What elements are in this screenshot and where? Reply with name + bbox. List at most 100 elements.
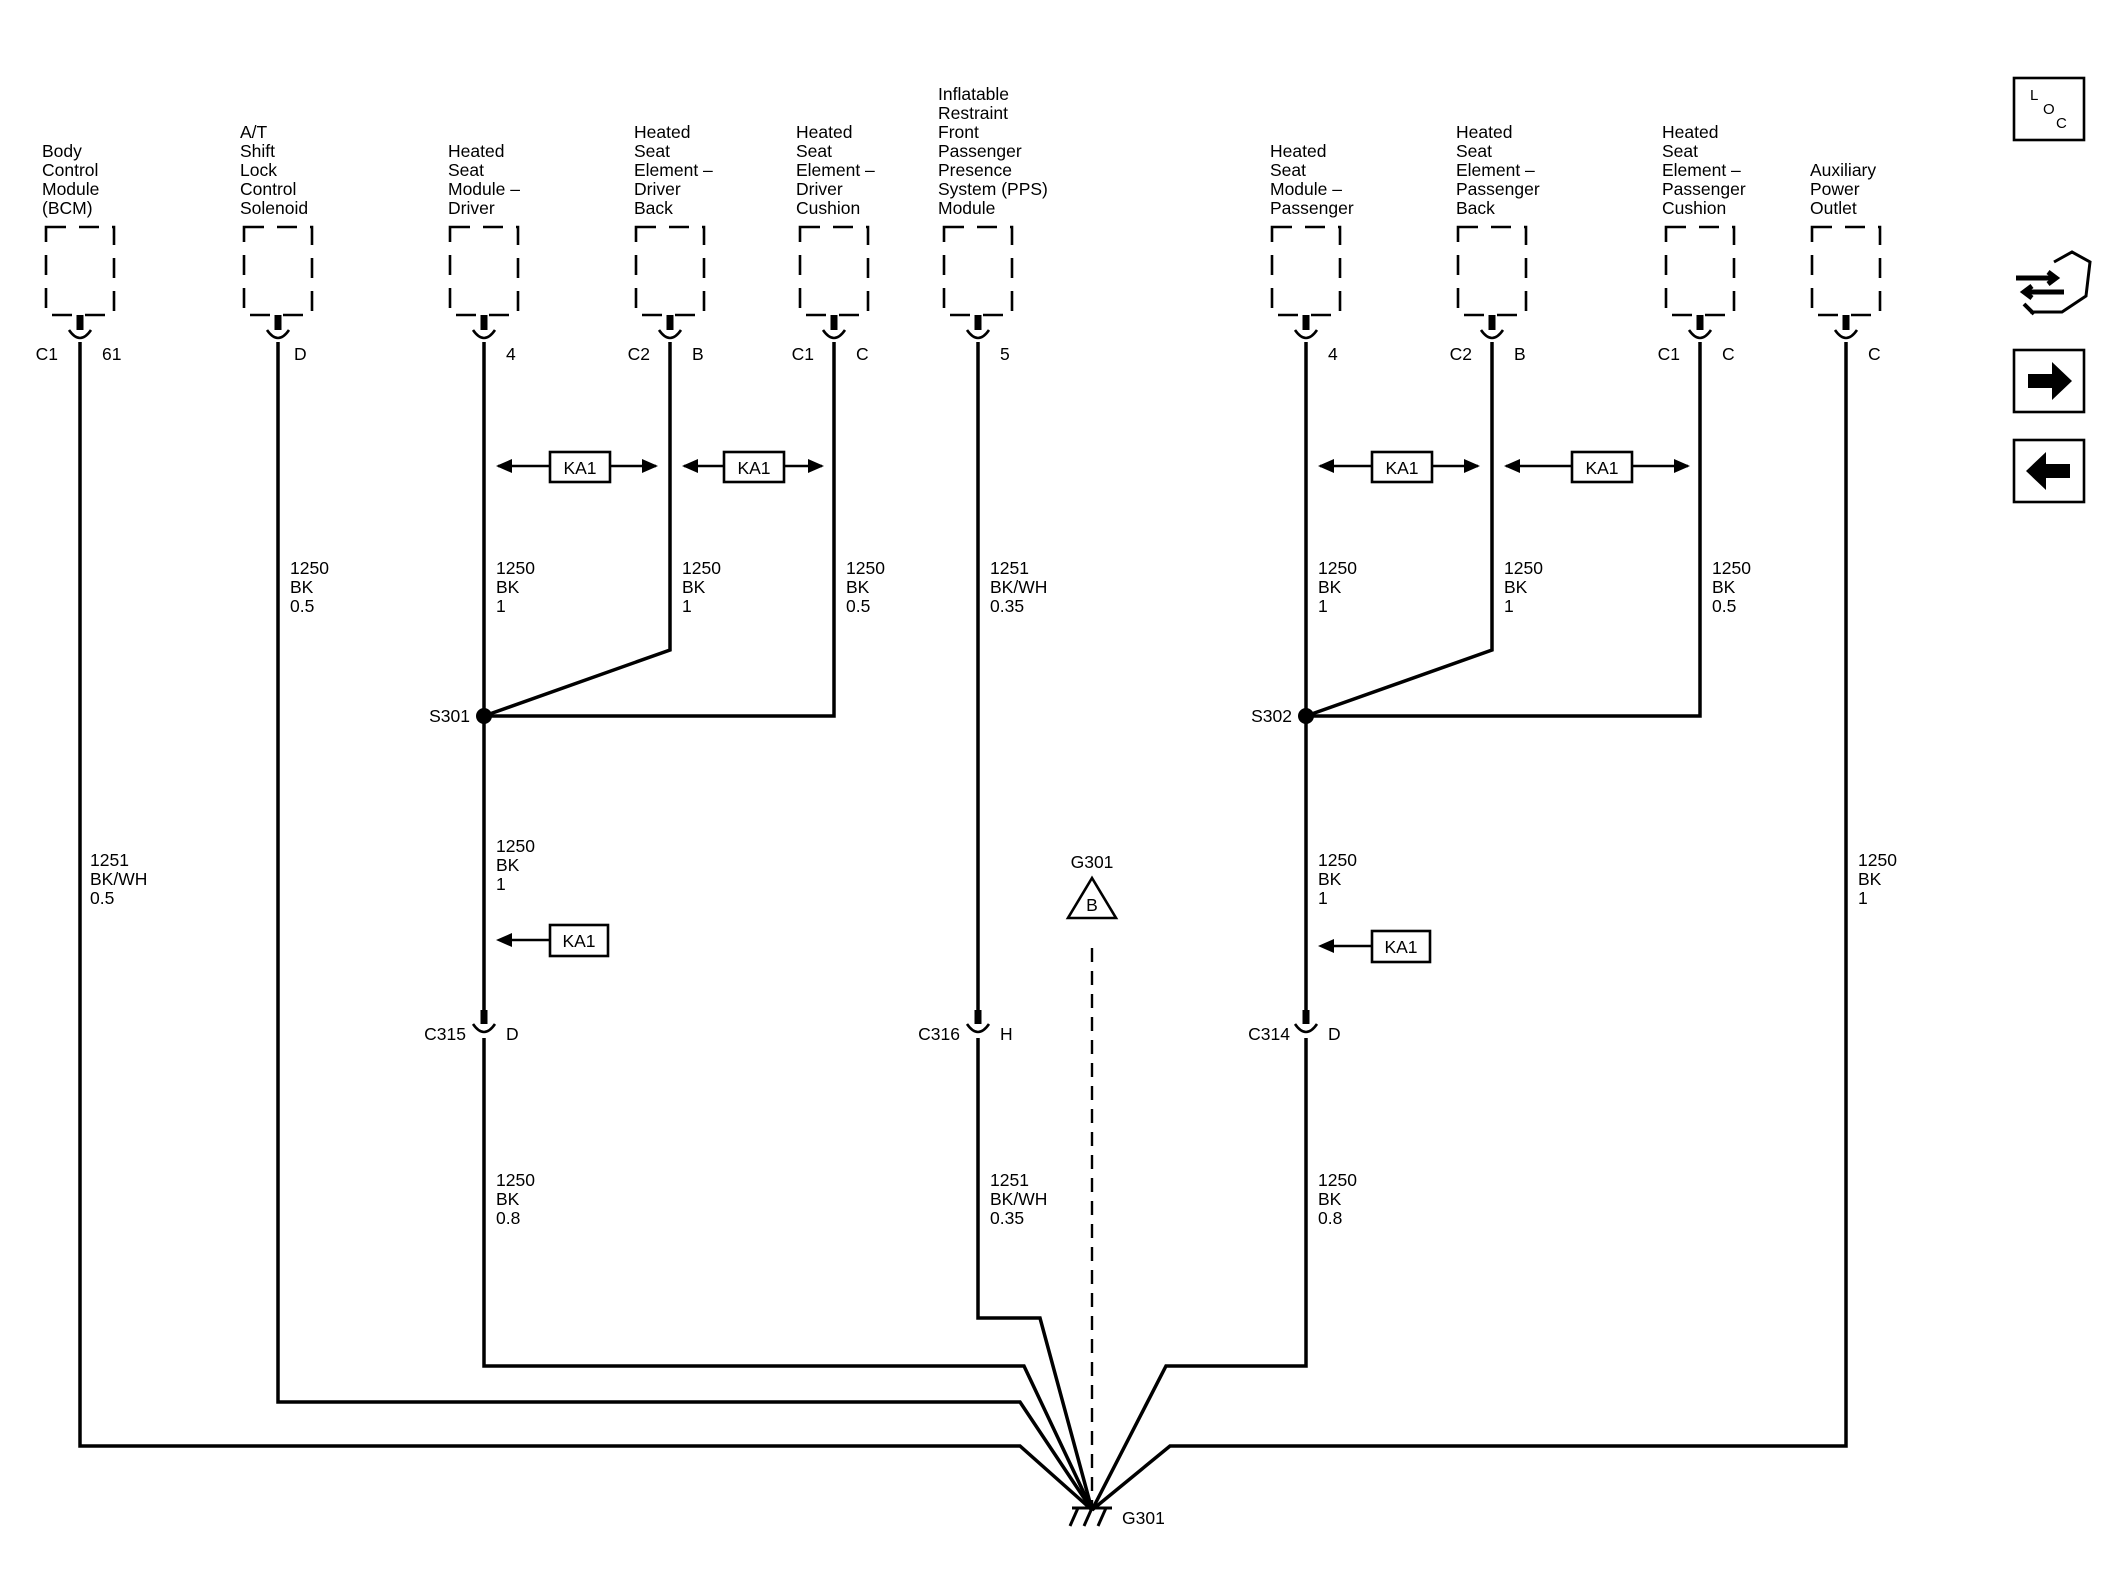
wire-c315-ground — [482, 1038, 1094, 1511]
loc-letter-o: O — [2043, 101, 2055, 118]
connector-label: C1 — [36, 344, 58, 364]
option-callout-ka1[interactable]: KA1 — [1318, 929, 1432, 964]
connector-label: C2 — [628, 344, 650, 364]
splice-label: S302 — [1251, 706, 1292, 726]
connector-views-icon[interactable] — [2016, 250, 2092, 316]
component-name-line: Heated — [1662, 122, 1718, 142]
component-name-line: System (PPS) — [938, 179, 1048, 199]
connector-pin-symbol — [471, 1010, 497, 1034]
component-name-line: Cushion — [796, 198, 860, 218]
pin-label: D — [294, 344, 307, 364]
ground-label: G301 — [1122, 1508, 1165, 1528]
component-name-line: Seat — [1662, 141, 1698, 161]
component-name-line: Auxiliary — [1810, 160, 1876, 180]
component-name-line: Cushion — [1662, 198, 1726, 218]
ground-reference-triangle — [1065, 875, 1119, 920]
component-name-line: Heated — [1270, 141, 1326, 161]
option-callout-ka1[interactable]: KA1 — [682, 450, 824, 484]
splice-label: S301 — [429, 706, 470, 726]
wire-driver-back — [483, 342, 672, 718]
pin-label: B — [692, 344, 704, 364]
connector-pin-symbol — [965, 1010, 991, 1034]
connector-pin-symbol — [67, 315, 93, 340]
previous-page-button[interactable] — [2012, 438, 2086, 504]
option-label: KA1 — [562, 931, 595, 951]
wire-c314-ground — [1090, 1038, 1308, 1511]
component-name-line: Driver — [634, 179, 681, 199]
next-page-button[interactable] — [2012, 348, 2086, 414]
inline-connector-pin: H — [1000, 1024, 1013, 1044]
inline-connector-pin: D — [1328, 1024, 1341, 1044]
component-box-hs-element-passenger-cushion — [1664, 225, 1736, 317]
component-name-line: Presence — [938, 160, 1012, 180]
component-name-line: Control — [42, 160, 98, 180]
wire-shift-lock — [276, 342, 1094, 1511]
pin-label: 61 — [102, 344, 121, 364]
component-name-line: Driver — [796, 179, 843, 199]
component-name-line: Element – — [634, 160, 713, 180]
connector-pin-symbol — [1293, 1010, 1319, 1034]
location-button[interactable]: L O C — [2012, 76, 2086, 142]
component-name-line: Heated — [796, 122, 852, 142]
connector-pin-symbol — [821, 315, 847, 340]
component-name-line: Control — [240, 179, 296, 199]
connector-pins — [67, 315, 1859, 340]
component-box-hs-element-driver-cushion — [798, 225, 870, 317]
inline-connector-label: C315 — [424, 1024, 466, 1044]
option-callout-ka1[interactable]: KA1 — [1504, 450, 1690, 484]
component-name-line: Inflatable — [938, 84, 1009, 104]
option-callout-ka1[interactable]: KA1 — [496, 450, 658, 484]
navigation-panel: L O C — [2012, 76, 2092, 504]
option-callouts: KA1 KA1 KA1 KA1 KA1 — [496, 450, 1690, 964]
arrow-right-icon — [2028, 362, 2072, 400]
component-name-line: Heated — [448, 141, 504, 161]
component-name-line: Module – — [1270, 179, 1342, 199]
wire-bcm — [78, 342, 1094, 1512]
component-name-line: Passenger — [938, 141, 1022, 161]
component-name-line: Module – — [448, 179, 520, 199]
component-name-line: Passenger — [1456, 179, 1540, 199]
component-name-line: Seat — [1456, 141, 1492, 161]
option-label: KA1 — [1585, 458, 1618, 478]
option-callout-ka1[interactable]: KA1 — [1318, 450, 1480, 484]
ground-reference[interactable]: G301 B — [1065, 852, 1119, 920]
component-name-line: Element – — [1456, 160, 1535, 180]
component-name-line: Restraint — [938, 103, 1008, 123]
option-callout-ka1[interactable]: KA1 — [496, 923, 610, 958]
connector-pin-symbol — [657, 315, 683, 340]
pin-label: C — [1722, 344, 1735, 364]
component-name-line: Heated — [634, 122, 690, 142]
connector-pin-symbol — [265, 315, 291, 340]
component-name-line: Module — [938, 198, 995, 218]
component-name-line: Power — [1810, 179, 1860, 199]
component-name-line: Shift — [240, 141, 275, 161]
inline-connectors: C315 D C316 H C314 D — [424, 1010, 1341, 1044]
inline-connector-pin: D — [506, 1024, 519, 1044]
loc-letter-c: C — [2056, 115, 2067, 132]
component-name-line: Heated — [1456, 122, 1512, 142]
inline-connector-label: C314 — [1248, 1024, 1290, 1044]
loc-letter-l: L — [2030, 87, 2038, 104]
component-name-line: Back — [1456, 198, 1495, 218]
wire-aux-outlet — [1090, 342, 1848, 1512]
wire-c316-ground — [976, 1038, 1094, 1511]
connector-pin-symbol — [1833, 315, 1859, 340]
component-name-line: Element – — [796, 160, 875, 180]
component-box-shift-lock — [242, 225, 314, 317]
